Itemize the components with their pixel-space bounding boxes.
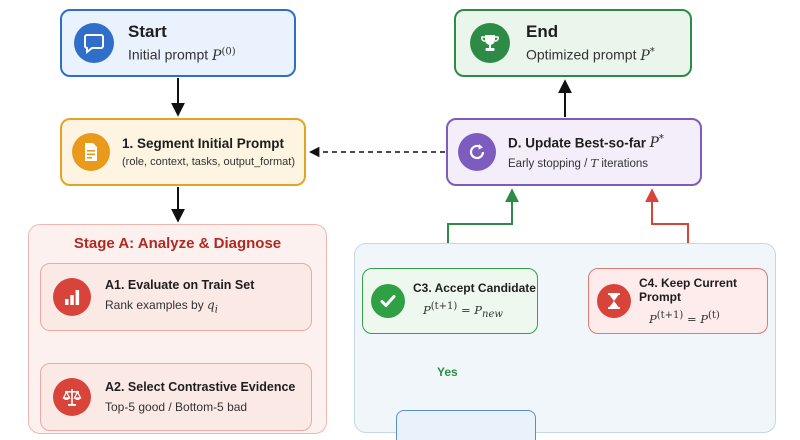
chat-bubble-icon bbox=[74, 23, 114, 63]
end-node: End Optimized prompt P* bbox=[454, 9, 692, 77]
start-title: Start bbox=[128, 22, 167, 42]
update-subtitle: Early stopping / T iterations bbox=[508, 156, 648, 171]
update-title: D. Update Best-so-far P* bbox=[508, 133, 664, 152]
segment-subtitle: (role, context, tasks, output_format) bbox=[122, 156, 296, 168]
a2-subtitle: Top-5 good / Bottom-5 bad bbox=[105, 400, 248, 414]
c3-equation: P(t+1) = Pnew bbox=[423, 301, 503, 321]
decision-node-partial bbox=[396, 410, 536, 440]
c4-equation: P(t+1) = P(t) bbox=[649, 310, 720, 326]
end-subtitle: Optimized prompt P* bbox=[526, 46, 655, 64]
a1-subtitle: Rank examples by qi bbox=[105, 298, 218, 316]
scales-icon bbox=[53, 378, 91, 416]
segment-title: 1. Segment Initial Prompt bbox=[122, 136, 285, 151]
yes-label: Yes bbox=[437, 365, 458, 379]
update-node: D. Update Best-so-far P* Early stopping … bbox=[446, 118, 702, 186]
stage-a-title: Stage A: Analyze & Diagnose bbox=[73, 235, 282, 252]
hourglass-icon bbox=[597, 284, 631, 318]
bar-chart-icon bbox=[53, 278, 91, 316]
a2-node: A2. Select Contrastive Evidence Top-5 go… bbox=[40, 363, 312, 431]
c4-title: C4. Keep Current Prompt bbox=[639, 276, 738, 305]
c4-node: C4. Keep Current Prompt P(t+1) = P(t) bbox=[588, 268, 768, 334]
start-subtitle: Initial prompt P(0) bbox=[128, 46, 236, 64]
a1-node: A1. Evaluate on Train Set Rank examples … bbox=[40, 263, 312, 331]
check-icon bbox=[371, 284, 405, 318]
trophy-icon bbox=[470, 23, 510, 63]
c3-title: C3. Accept Candidate bbox=[413, 281, 536, 296]
a2-title: A2. Select Contrastive Evidence bbox=[105, 380, 296, 394]
a1-title: A1. Evaluate on Train Set bbox=[105, 278, 255, 293]
end-title: End bbox=[526, 22, 559, 42]
c3-node: C3. Accept Candidate P(t+1) = Pnew bbox=[362, 268, 538, 334]
segment-node: 1. Segment Initial Prompt (role, context… bbox=[60, 118, 306, 186]
start-node: Start Initial prompt P(0) bbox=[60, 9, 296, 77]
refresh-icon bbox=[458, 133, 496, 171]
document-icon bbox=[72, 133, 110, 171]
